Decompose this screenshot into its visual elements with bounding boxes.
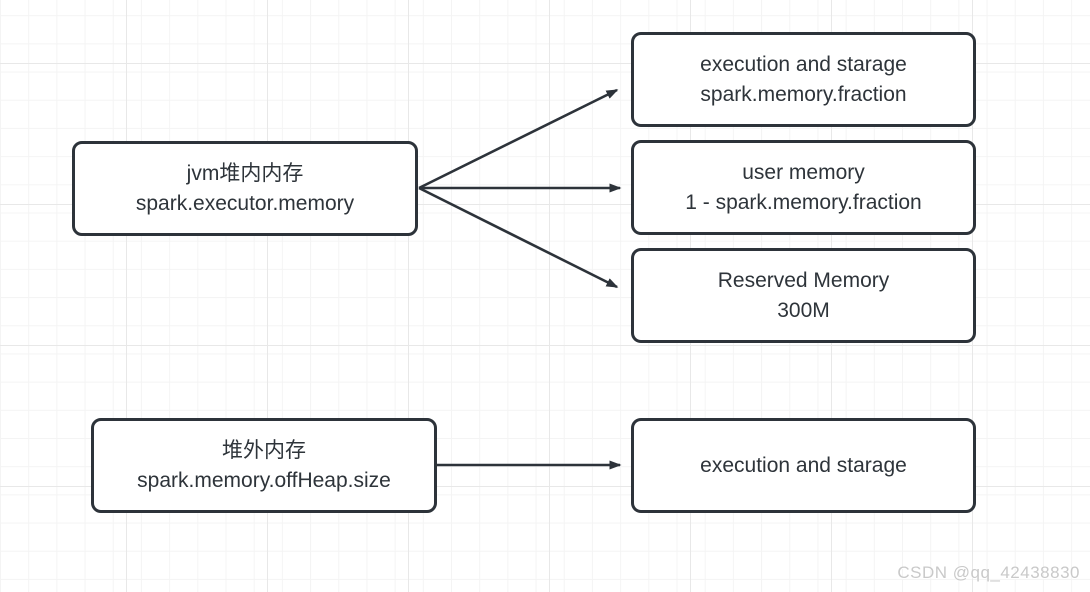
node-execution-and-storage-fraction: execution and starage spark.memory.fract… (631, 32, 976, 127)
node-subtitle: 300M (777, 298, 830, 322)
node-title: Reserved Memory (717, 268, 890, 292)
node-reserved-memory: Reserved Memory 300M (631, 248, 976, 343)
node-subtitle: spark.executor.memory (135, 191, 355, 215)
node-title: execution and starage (700, 453, 907, 477)
edge-jvm-heap-to-exec-storage (418, 88, 619, 190)
node-user-memory: user memory 1 - spark.memory.fraction (631, 140, 976, 235)
node-title: execution and starage (700, 52, 907, 76)
node-title: 堆外内存 (222, 438, 306, 462)
csdn-watermark: CSDN @qq_42438830 (897, 563, 1080, 582)
node-title: user memory (742, 160, 865, 184)
node-subtitle: spark.memory.offHeap.size (137, 468, 391, 492)
node-jvm-heap-memory: jvm堆内内存 spark.executor.memory (72, 141, 418, 236)
node-subtitle: 1 - spark.memory.fraction (685, 190, 922, 214)
edge-jvm-heap-to-reserved-memory (418, 186, 619, 289)
node-subtitle: spark.memory.fraction (700, 82, 907, 106)
node-offheap-memory: 堆外内存 spark.memory.offHeap.size (91, 418, 437, 513)
node-offheap-execution-and-storage: execution and starage (631, 418, 976, 513)
node-title: jvm堆内内存 (186, 161, 304, 185)
